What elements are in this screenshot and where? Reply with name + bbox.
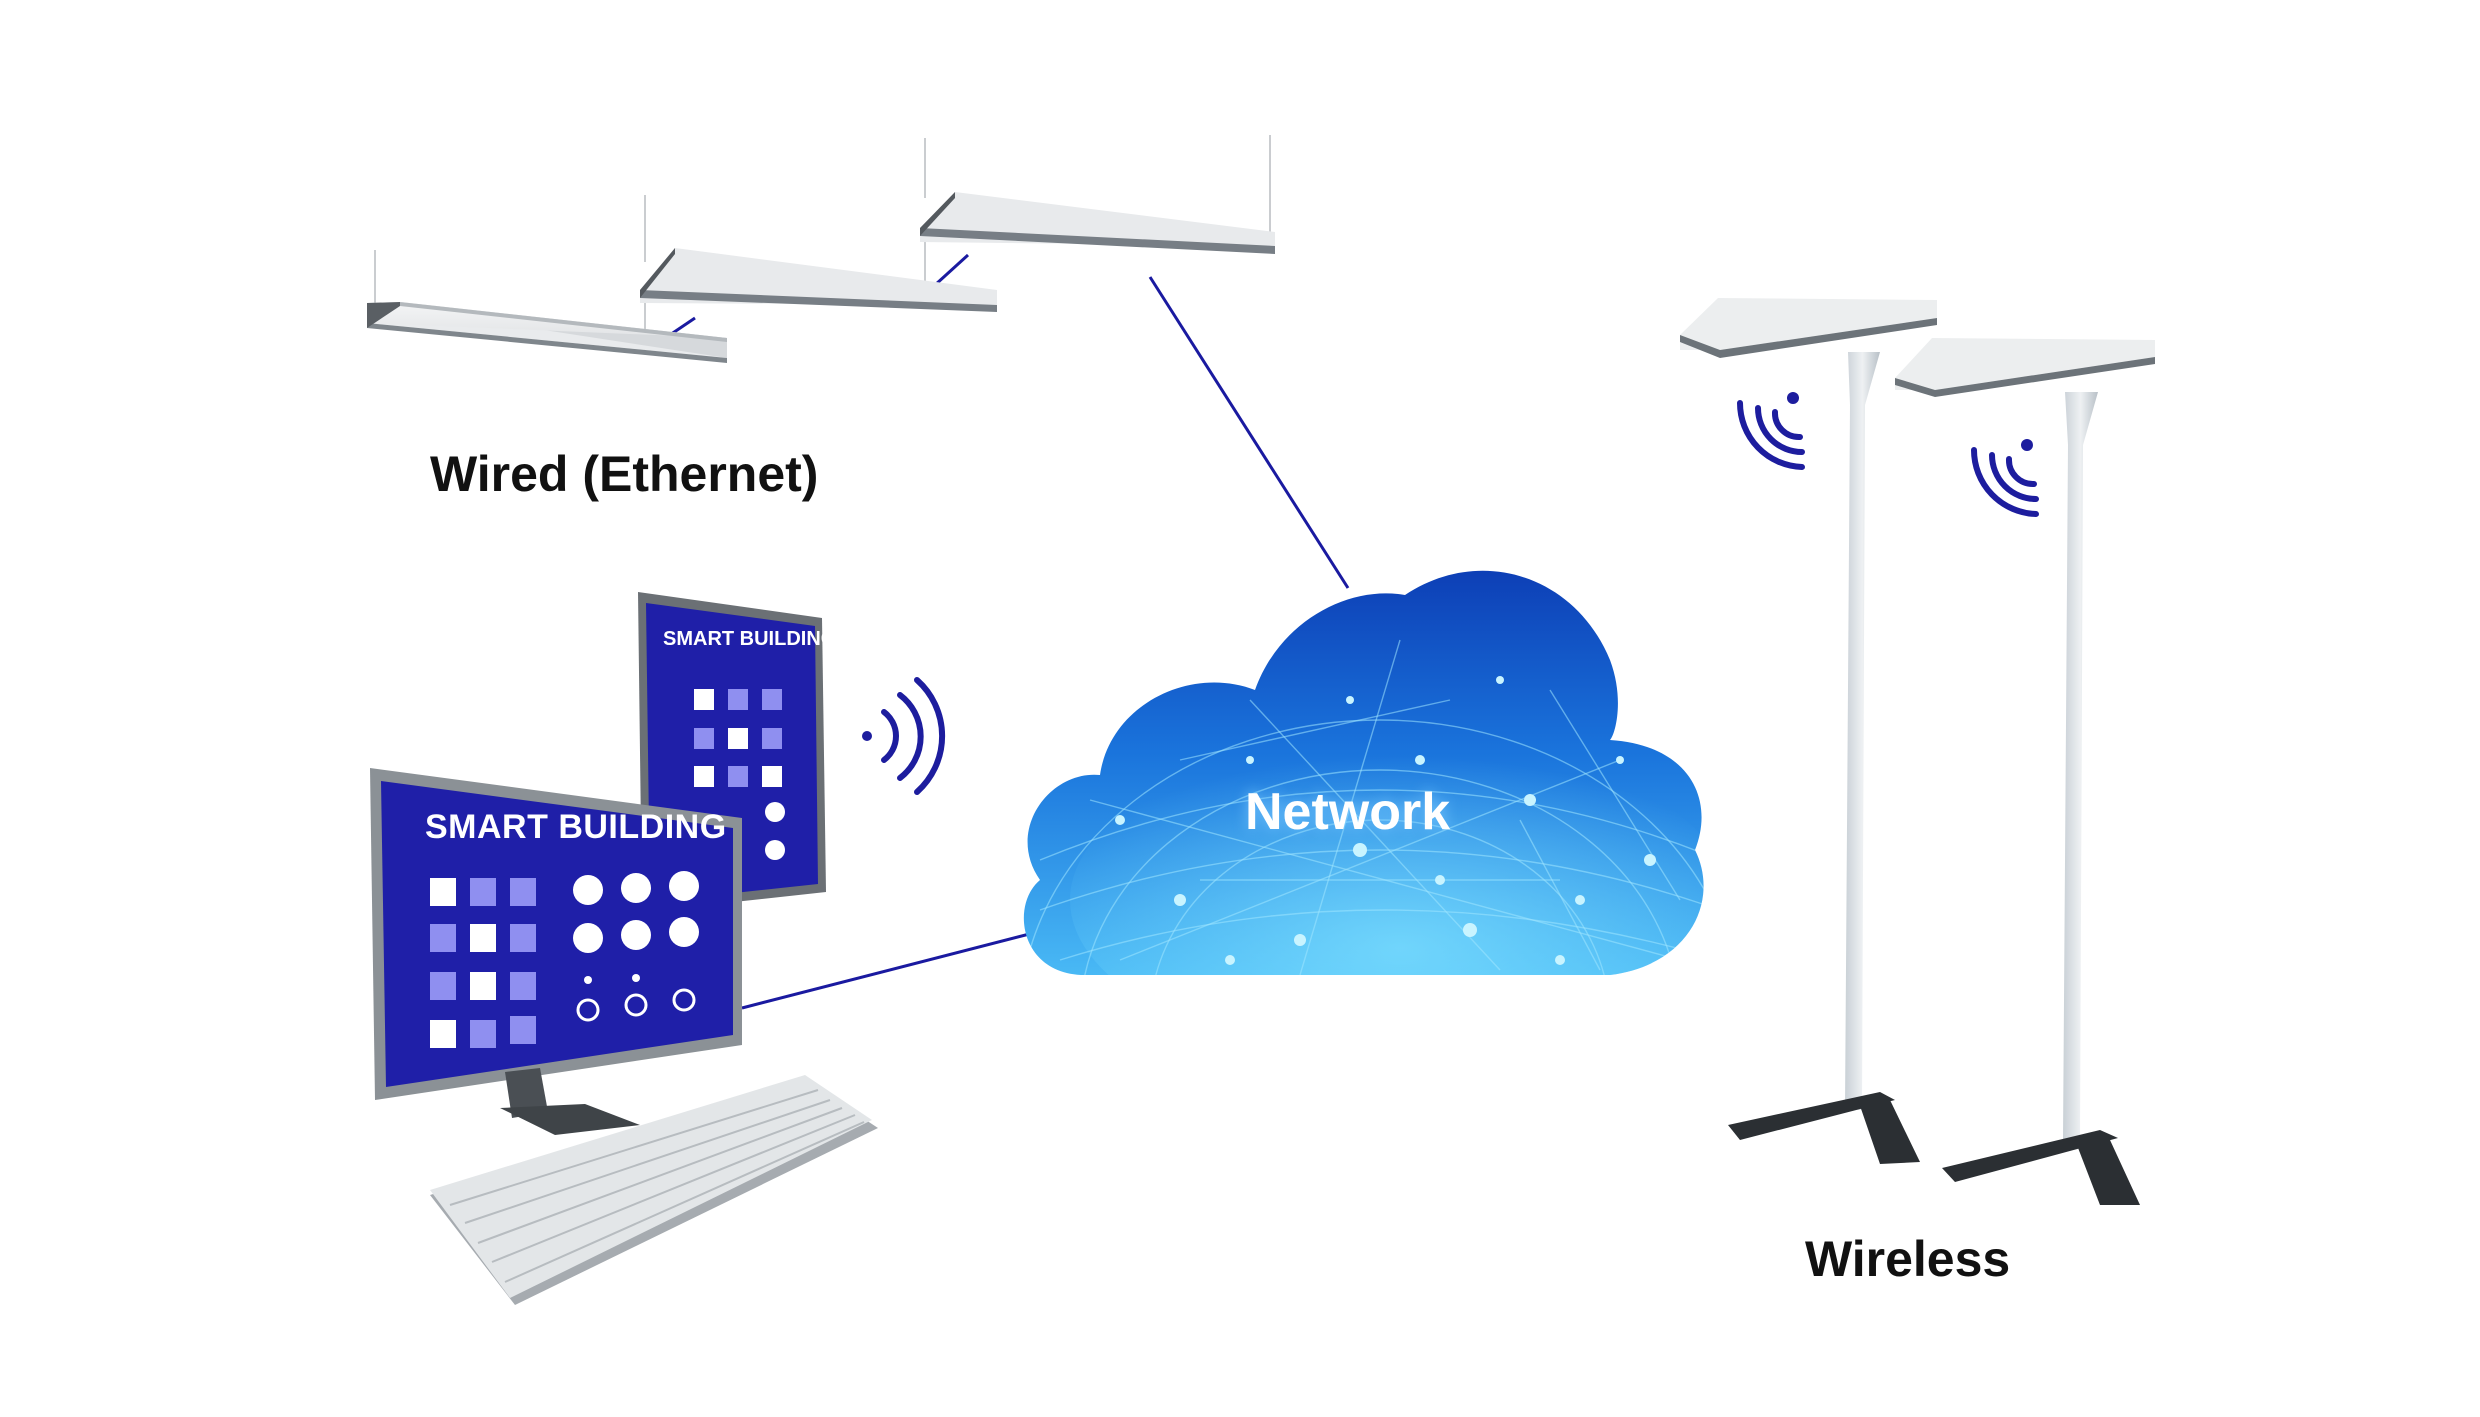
monitor-screen-title: SMART BUILDING: [425, 808, 727, 846]
floor-lamp-2: [1895, 338, 2155, 1205]
wifi-signal-icon: [1971, 439, 2039, 517]
floor-lamp-1: [1680, 298, 1937, 1164]
pendant-light-2: [640, 248, 997, 312]
monitor-dashboard: [430, 871, 699, 1048]
computer-to-cloud-line: [741, 928, 1046, 1010]
tablet-dashboard-tiles: [694, 689, 785, 860]
keyboard: [430, 1075, 878, 1305]
floor-lamps: [1680, 298, 2155, 1205]
tablet-screen-title: SMART BUILDING: [663, 628, 837, 650]
ceiling-to-cloud-line: [1148, 276, 1350, 589]
network-label: Network: [1245, 783, 1451, 841]
ceiling-lights: [367, 135, 1275, 363]
wireless-label: Wireless: [1805, 1231, 2011, 1287]
light2-light3-cable: [933, 253, 970, 287]
network-cloud: [1023, 570, 1704, 975]
desktop-computer: [370, 768, 742, 1135]
wired-ethernet-label: Wired (Ethernet): [430, 446, 819, 502]
pendant-light-1: [367, 302, 727, 363]
wifi-signal-icon: [862, 677, 946, 795]
wifi-signal-icon: [1737, 392, 1805, 470]
pendant-light-3: [920, 192, 1275, 254]
